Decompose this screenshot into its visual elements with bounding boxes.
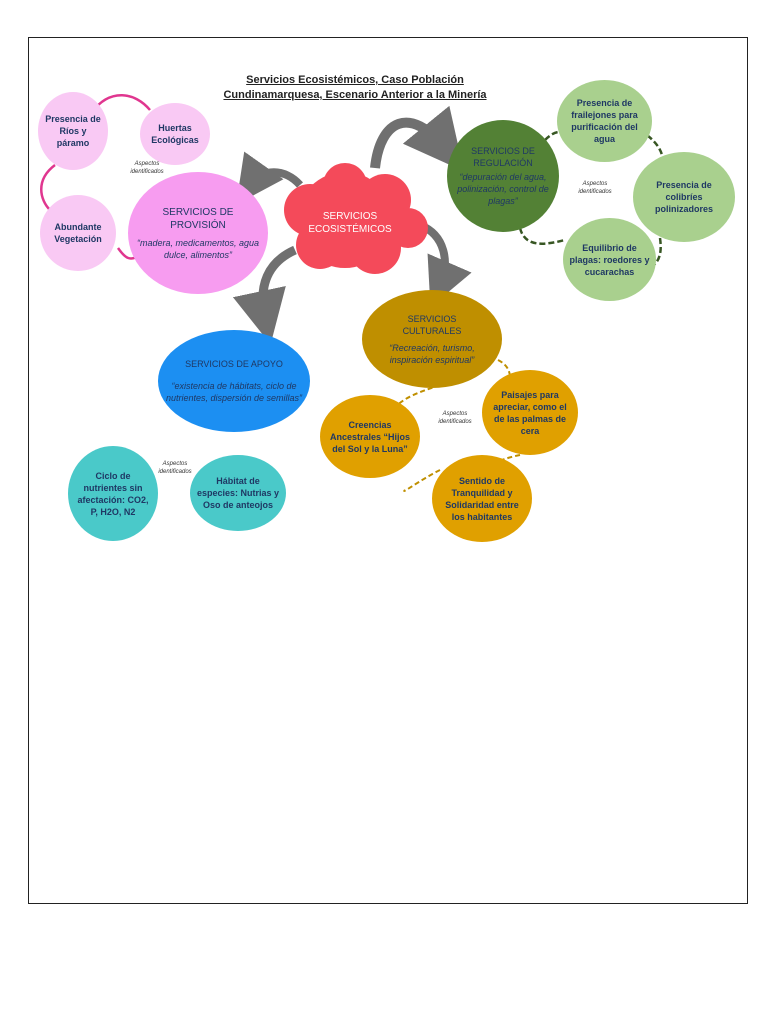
title-line-2: Cundinamarquesa, Escenario Anterior a la… [223,89,487,101]
center-label-line-1: SERVICIOS [322,210,378,222]
diagram-title: Servicios Ecosistémicos, Caso Población … [220,73,490,103]
culturales-title-2: CULTURALES [402,325,462,336]
apoyo-item-2: Hábitat de especies: Nutrias y Oso de an… [190,455,286,531]
provision-item-2-label: Huertas Ecológicas [151,123,199,145]
regulacion-item-1-label: Presencia de frailejones para purificaci… [571,98,638,144]
provision-aspect-note: Aspectos identificados [130,161,164,175]
center-node: SERVICIOS ECOSISTÉMICOS [295,180,405,265]
regulacion-node: SERVICIOS DE REGULACIÓN “depuración del … [447,120,559,232]
regulacion-item-3: Equilibrio de plagas: roedores y cucarac… [563,218,656,301]
apoyo-aspect-note: Aspectos identificados [158,461,192,475]
center-cloud-shape [284,163,428,274]
regulacion-item-2-label: Presencia de colibríes polinizadores [654,180,713,214]
culturales-item-3: Sentido de Tranquilidad y Solidaridad en… [432,455,532,542]
provision-link-2 [40,164,56,211]
provision-item-2: Huertas Ecológicas [140,103,210,165]
regulacion-title-1: SERVICIOS DE [471,146,535,156]
culturales-desc: “Recreación, turismo, inspiración espiri… [389,342,475,365]
apoyo-item-1-label: Ciclo de nutrientes sin afectación: CO2,… [77,470,149,517]
regulacion-desc: “depuración del agua, polinización, cont… [457,172,549,206]
provision-item-3: Abundante Vegetación [40,195,116,271]
apoyo-desc: “existencia de hábitats, ciclo de nutrie… [165,381,303,403]
arrow-to-provision [236,151,303,205]
culturales-item-1-label: Paisajes para apreciar, como el de las p… [493,389,567,436]
culturales-item-2: Creencias Ancestrales “Hijos del Sol y l… [320,395,420,478]
regulacion-item-2: Presencia de colibríes polinizadores [633,152,735,242]
culturales-node: SERVICIOS CULTURALES “Recreación, turism… [362,290,502,388]
regulacion-aspect-note: Aspectos identificados [578,181,612,195]
center-label-line-2: ECOSISTÉMICOS [308,223,392,235]
apoyo-node: SERVICIOS DE APOYO “existencia de hábita… [158,330,310,432]
apoyo-item-1: Ciclo de nutrientes sin afectación: CO2,… [68,446,158,541]
culturales-link-1 [497,359,511,379]
regulacion-item-1: Presencia de frailejones para purificaci… [557,80,652,162]
apoyo-title: SERVICIOS DE APOYO [185,359,283,369]
provision-item-1-label: Presencia de Ríos y páramo [45,114,101,148]
culturales-item-1: Paisajes para apreciar, como el de las p… [482,370,578,455]
regulacion-link-4 [518,227,566,245]
culturales-item-2-label: Creencias Ancestrales “Hijos del Sol y l… [329,419,411,454]
provision-title-1: SERVICIOS DE [162,206,234,218]
title-line-1: Servicios Ecosistémicos, Caso Población [246,74,464,86]
provision-node: SERVICIOS DE PROVISIÓN “madera, medicame… [128,172,268,294]
culturales-item-3-label: Sentido de Tranquilidad y Solidaridad en… [445,475,519,522]
apoyo-item-2-label: Hábitat de especies: Nutrias y Oso de an… [196,476,280,510]
provision-title-2: PROVISIÓN [170,219,226,231]
regulacion-title-2: REGULACIÓN [473,158,533,168]
arrow-to-regulacion [370,105,464,172]
culturales-link-3 [403,469,441,492]
regulacion-item-3-label: Equilibrio de plagas: roedores y cucarac… [569,242,650,277]
culturales-aspect-note: Aspectos identificados [438,411,472,425]
provision-item-3-label: Abundante Vegetación [54,222,102,244]
provision-item-1: Presencia de Ríos y páramo [38,92,108,170]
culturales-title-1: SERVICIOS [407,313,457,324]
page-frame [28,37,748,904]
arrow-to-apoyo [232,245,297,345]
provision-desc: “madera, medicamentos, agua dulce, alime… [136,237,260,260]
